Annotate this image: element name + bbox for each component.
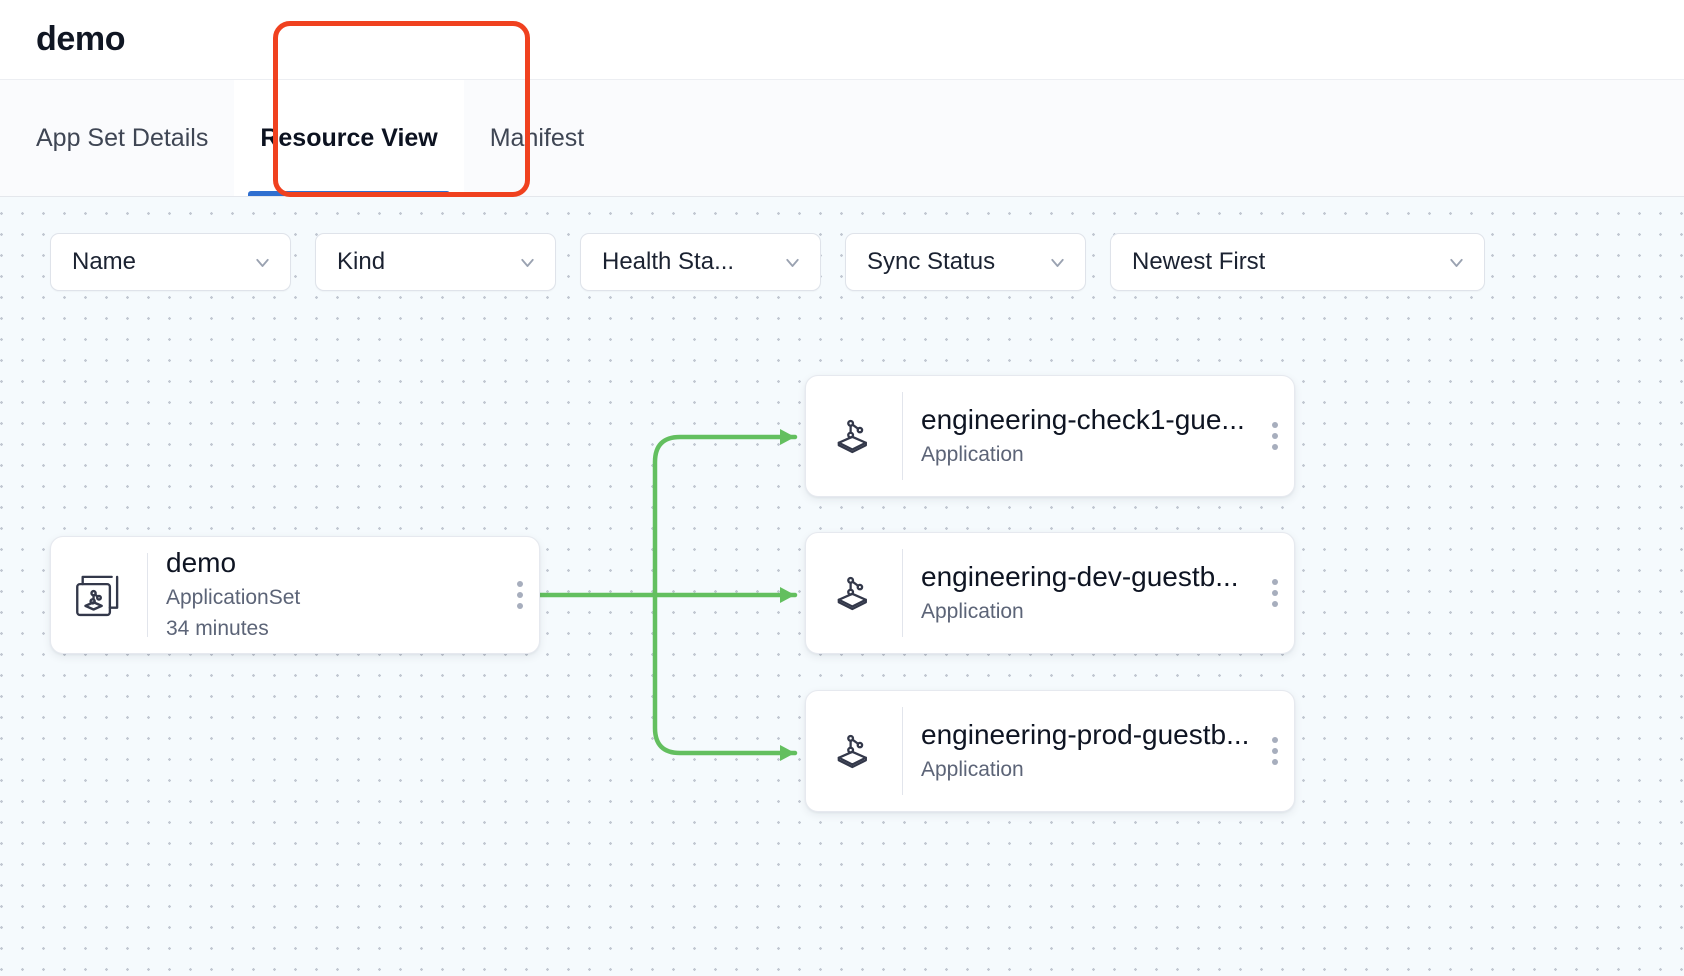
node-menu-button[interactable] [1256,691,1294,811]
node-menu-button[interactable] [1256,376,1294,496]
kebab-dot [1272,601,1278,607]
page-title: demo [36,20,126,58]
chevron-down-icon [1446,252,1467,273]
filter-health-status[interactable]: Health Sta... [580,233,821,291]
node-menu-button[interactable] [1256,533,1294,653]
kebab-dot [1272,759,1278,765]
kebab-dot [517,592,523,598]
application-icon [806,409,902,463]
graph-node-application-prod[interactable]: engineering-prod-guestb... Application [805,690,1295,812]
filter-name-label: Name [72,248,137,275]
page-header: demo [0,0,1684,80]
node-divider [902,549,903,637]
chevron-down-icon [782,252,803,273]
kebab-dot [1272,737,1278,743]
node-content: engineering-dev-guestb... Application [903,560,1256,626]
graph-node-application-dev[interactable]: engineering-dev-guestb... Application [805,532,1295,654]
kebab-dot [1272,748,1278,754]
kebab-dot [1272,433,1278,439]
resource-graph-canvas[interactable]: Name Kind Health Sta... Sync Status [0,197,1684,976]
graph-node-applicationset[interactable]: demo ApplicationSet 34 minutes [50,536,540,654]
node-name: engineering-dev-guestb... [921,560,1239,592]
arrowhead-app-dev [780,587,795,603]
node-divider [147,553,148,637]
tab-resource-view[interactable]: Resource View [234,80,464,196]
kebab-dot [517,581,523,587]
node-content: engineering-prod-guestb... Application [903,718,1256,784]
node-name: engineering-check1-gue... [921,403,1245,435]
kebab-dot [517,603,523,609]
node-name: engineering-prod-guestb... [921,718,1250,750]
tab-bar: App Set Details Resource View Manifest [0,80,1684,197]
node-kind: Application [921,757,1024,781]
kebab-dot [1272,444,1278,450]
kebab-dot [1272,422,1278,428]
applicationset-icon [51,566,147,624]
filter-bar: Name Kind Health Sta... Sync Status [50,233,1485,291]
chevron-down-icon [517,252,538,273]
node-divider [902,392,903,480]
node-kind: ApplicationSet [166,585,301,609]
arrowhead-app-prod [780,745,795,761]
node-kind: Application [921,599,1024,623]
edge-to-app-prod [652,592,798,756]
application-icon [806,724,902,778]
filter-name[interactable]: Name [50,233,291,291]
node-kind: Application [921,442,1024,466]
filter-sync-status-label: Sync Status [867,248,996,275]
node-name: demo [166,547,237,579]
node-divider [902,707,903,795]
arrowhead-app-check1 [780,429,795,445]
filter-sort-order[interactable]: Newest First [1110,233,1485,291]
filter-sort-order-label: Newest First [1132,248,1266,275]
edge-arrowheads [780,429,795,761]
chevron-down-icon [1047,252,1068,273]
kebab-dot [1272,590,1278,596]
filter-sync-status[interactable]: Sync Status [845,233,1086,291]
tab-manifest[interactable]: Manifest [464,80,610,196]
kebab-dot [1272,579,1278,585]
node-age: 34 minutes [166,617,269,641]
node-content: engineering-check1-gue... Application [903,403,1256,469]
chevron-down-icon [252,252,273,273]
edge-to-app-check1 [652,434,798,598]
tab-app-set-details[interactable]: App Set Details [36,80,234,196]
filter-health-status-label: Health Sta... [602,248,735,275]
filter-kind-label: Kind [337,248,386,275]
application-icon [806,566,902,620]
node-content: demo ApplicationSet 34 minutes [148,546,501,644]
filter-kind[interactable]: Kind [315,233,556,291]
node-menu-button[interactable] [501,537,539,653]
graph-node-application-check1[interactable]: engineering-check1-gue... Application [805,375,1295,497]
